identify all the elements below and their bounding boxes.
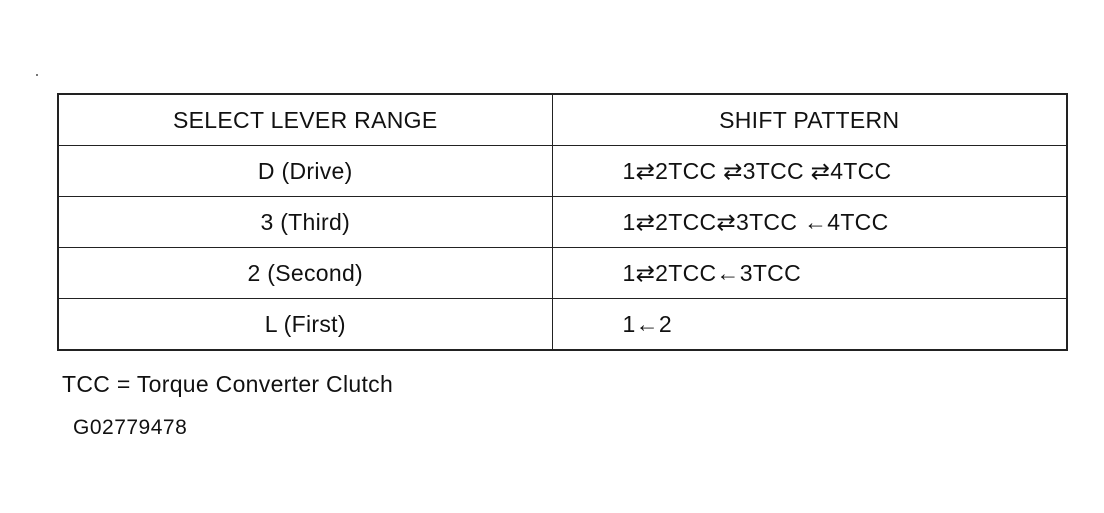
range-cell: 3 (Third) [57, 196, 553, 248]
header-shift-pattern: SHIFT PATTERN [551, 93, 1068, 146]
pattern-cell: 1⇄2TCC←3TCC [551, 247, 1068, 299]
range-cell: 2 (Second) [57, 247, 553, 299]
range-cell: L (First) [57, 298, 553, 351]
pattern-cell: 1⇄2TCC⇄3TCC ←4TCC [551, 196, 1068, 248]
shift-pattern-table: SELECT LEVER RANGE SHIFT PATTERN D (Driv… [57, 93, 1068, 351]
range-cell: D (Drive) [57, 145, 553, 197]
tcc-footnote: TCC = Torque Converter Clutch [62, 371, 394, 397]
table-row: L (First) 1←2 [57, 298, 1068, 351]
scan-speck [36, 74, 38, 76]
pattern-cell: 1←2 [551, 298, 1068, 351]
table-row: D (Drive) 1⇄2TCC ⇄3TCC ⇄4TCC [57, 145, 1068, 197]
table-row: 2 (Second) 1⇄2TCC←3TCC [57, 247, 1068, 299]
header-select-lever-range: SELECT LEVER RANGE [57, 93, 553, 146]
figure-id: G02779478 [73, 416, 188, 439]
table-header-row: SELECT LEVER RANGE SHIFT PATTERN [57, 93, 1068, 146]
table-row: 3 (Third) 1⇄2TCC⇄3TCC ←4TCC [57, 196, 1068, 248]
pattern-cell: 1⇄2TCC ⇄3TCC ⇄4TCC [551, 145, 1068, 197]
